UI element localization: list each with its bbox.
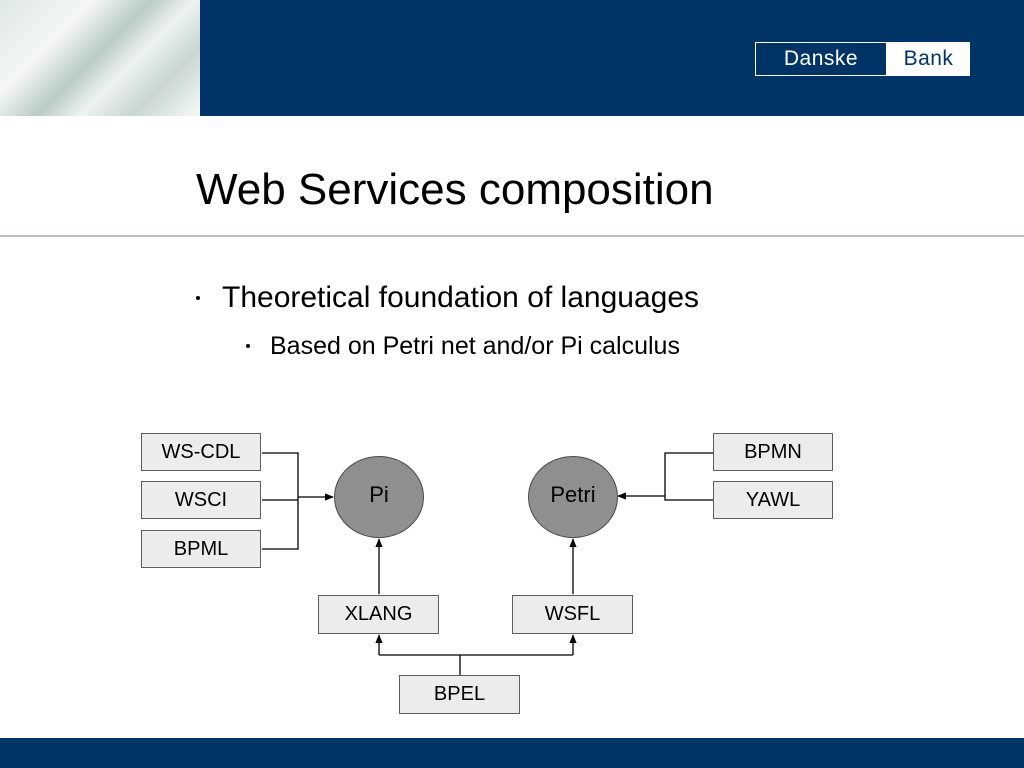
- slide-title: Web Services composition: [196, 165, 714, 214]
- bullet-level-1: Theoretical foundation of languages: [196, 278, 699, 318]
- logo-right-text: Bank: [888, 43, 969, 75]
- connector-ws-cdl: [262, 452, 299, 550]
- box-bpmn: BPMN: [713, 433, 833, 471]
- title-divider: [0, 235, 1024, 237]
- box-yawl: YAWL: [713, 481, 833, 519]
- logo-left-text: Danske: [756, 43, 888, 75]
- box-wsfl: WSFL: [512, 595, 633, 634]
- header-decoration: [0, 0, 200, 116]
- bullet-2-text: Based on Petri net and/or Pi calculus: [270, 332, 680, 360]
- box-xlang: XLANG: [318, 595, 439, 634]
- node-pi: Pi: [334, 456, 424, 538]
- bullet-level-2: Based on Petri net and/or Pi calculus: [246, 330, 680, 362]
- box-ws-cdl: WS-CDL: [141, 433, 261, 471]
- bullet-dot-icon: [246, 344, 250, 348]
- box-wsci: WSCI: [141, 481, 261, 519]
- footer-band: [0, 738, 1024, 768]
- bullet-dot-icon: [196, 296, 200, 300]
- connector-bpmn-yawl: [664, 452, 713, 501]
- box-bpel: BPEL: [399, 675, 520, 714]
- node-petri: Petri: [528, 456, 618, 538]
- danske-bank-logo: Danske Bank: [755, 42, 970, 76]
- bullet-1-text: Theoretical foundation of languages: [222, 281, 700, 314]
- box-bpml: BPML: [141, 530, 261, 568]
